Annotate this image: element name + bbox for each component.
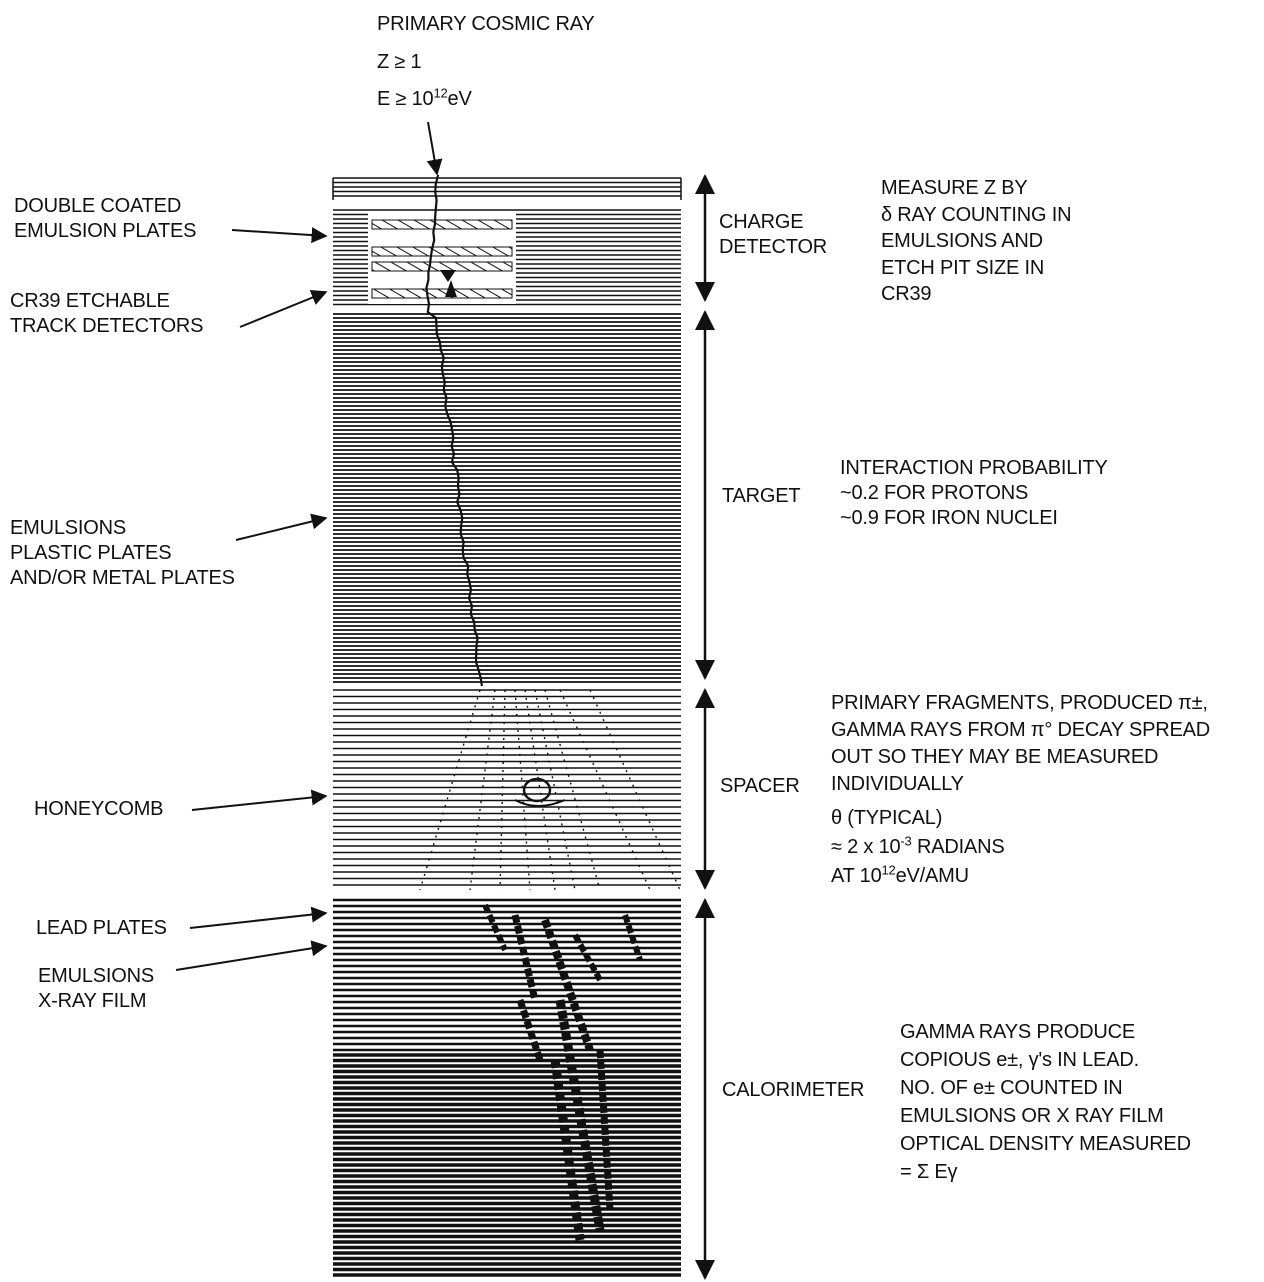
primary-title: PRIMARY COSMIC RAY [377, 12, 595, 37]
cr39-box [368, 214, 516, 304]
calorimeter-desc: GAMMA RAYS PRODUCE COPIOUS e±, γ's IN LE… [900, 1018, 1191, 1186]
primary-arrow [428, 122, 437, 174]
honeycomb-arrow [192, 796, 326, 810]
cr39-label: CR39 ETCHABLE TRACK DETECTORS [10, 289, 203, 339]
double-coated-label: DOUBLE COATED EMULSION PLATES [14, 194, 196, 244]
emulsions-plates-arrow [236, 518, 326, 540]
calorimeter-name: CALORIMETER [722, 1078, 864, 1103]
emulsions-xray-label: EMULSIONS X-RAY FILM [38, 964, 154, 1014]
target-desc: INTERACTION PROBABILITY ~0.2 FOR PROTONS… [840, 456, 1108, 531]
shower-core [515, 915, 535, 1000]
cr39-plate-2 [372, 247, 512, 256]
fragment-track [515, 690, 530, 890]
emulsions-plates-label: EMULSIONS PLASTIC PLATES AND/OR METAL PL… [10, 516, 235, 591]
spacer-theta: θ (TYPICAL) ≈ 2 x 10-3 RADIANS AT 1012eV… [831, 804, 1004, 891]
fragment-track [535, 690, 575, 890]
fragment-track [500, 690, 505, 890]
emulsions-xray-arrow [176, 946, 326, 970]
lead-plates-label: LEAD PLATES [36, 916, 167, 941]
fragment-track [560, 690, 650, 890]
primary-charge: Z ≥ 1 [377, 50, 421, 75]
fragment-track [420, 690, 480, 890]
honeycomb-cell [515, 779, 565, 806]
primary-energy: E ≥ 1012eV [377, 87, 472, 112]
fragment-track [470, 690, 495, 890]
spacer-desc: PRIMARY FRAGMENTS, PRODUCED π±, GAMMA RA… [831, 690, 1210, 798]
detector-plates [333, 178, 681, 1275]
cr39-plate-1 [372, 220, 512, 229]
cr39-arrow [240, 292, 326, 327]
charge-detector-name: CHARGE DETECTOR [719, 210, 827, 260]
charge-detector-desc: MEASURE Z BY δ RAY COUNTING IN EMULSIONS… [881, 175, 1071, 308]
fragment-track [590, 690, 680, 890]
cr39-plate-3 [372, 262, 512, 271]
spacer-name: SPACER [720, 774, 800, 799]
honeycomb-label: HONEYCOMB [34, 797, 163, 822]
double-coated-arrow [232, 230, 326, 236]
cr39-plate-4 [372, 289, 512, 298]
lead-plates-arrow [190, 913, 326, 928]
fragment-track [545, 690, 600, 890]
target-name: TARGET [722, 484, 800, 509]
